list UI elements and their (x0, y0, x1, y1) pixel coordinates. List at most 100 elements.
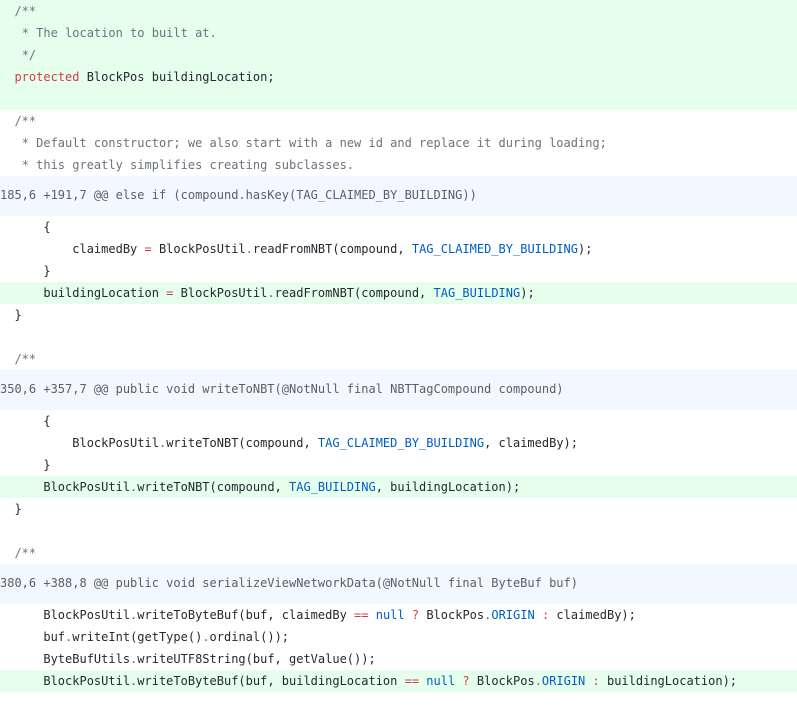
code-token (585, 674, 592, 688)
code-text: /** (0, 110, 36, 132)
context-line: /** (0, 542, 797, 564)
code-token (0, 352, 14, 366)
code-token: writeInt(getType() (72, 630, 203, 644)
code-token: writeToByteBuf(buf, buildingLocation (137, 674, 405, 688)
added-line: protected BlockPos buildingLocation; (0, 66, 797, 88)
context-line: { (0, 216, 797, 238)
code-token: . (267, 286, 275, 300)
code-token: /** (14, 4, 37, 18)
code-token: } (0, 264, 51, 278)
code-token: claimedBy); (549, 608, 636, 622)
code-text: 350,6 +357,7 @@ public void writeToNBT(@… (0, 370, 564, 408)
code-text: */ (0, 44, 36, 66)
code-text: * this greatly simplifies creating subcl… (0, 154, 354, 176)
code-token (535, 608, 542, 622)
code-token: } (0, 458, 51, 472)
added-line: BlockPosUtil.writeToByteBuf(buf, buildin… (0, 670, 797, 692)
code-token: null (375, 608, 405, 622)
code-token (0, 546, 14, 560)
code-text: } (0, 260, 51, 282)
code-token: protected (14, 70, 80, 84)
code-token: TAG_CLAIMED_BY_BUILDING (317, 436, 485, 450)
code-token (0, 26, 22, 40)
code-token: BlockPos (419, 608, 485, 622)
context-line: BlockPosUtil.writeToNBT(compound, TAG_CL… (0, 432, 797, 454)
code-token: claimedBy (0, 242, 145, 256)
code-text: 185,6 +191,7 @@ else if (compound.hasKey… (0, 176, 477, 214)
code-token: } (0, 502, 22, 516)
context-line: * Default constructor; we also start wit… (0, 132, 797, 154)
code-token: = (166, 286, 174, 300)
code-token: . (130, 480, 138, 494)
code-token: : (541, 608, 550, 622)
code-token (0, 4, 14, 18)
code-token: writeToNBT(compound, (166, 436, 318, 450)
code-token: BlockPos buildingLocation; (79, 70, 275, 84)
context-line: } (0, 304, 797, 326)
code-token: ); (520, 286, 535, 300)
context-line: } (0, 454, 797, 476)
code-token: writeToByteBuf(buf, claimedBy (137, 608, 355, 622)
code-token: buildingLocation (0, 286, 167, 300)
code-text: { (0, 410, 50, 432)
code-token: 380,6 +388,8 @@ public void serializeVie… (0, 576, 578, 590)
code-token: TAG_BUILDING (289, 480, 376, 494)
added-line (0, 88, 797, 110)
hunk-header[interactable]: 380,6 +388,8 @@ public void serializeVie… (0, 564, 797, 604)
code-token: , claimedBy); (484, 436, 578, 450)
code-text: 380,6 +388,8 @@ public void serializeVie… (0, 564, 578, 602)
code-text: /** (0, 542, 36, 564)
code-text: * The location to built at. (0, 22, 217, 44)
code-token (0, 136, 22, 150)
code-token: BlockPosUtil (173, 286, 268, 300)
context-line: { (0, 410, 797, 432)
code-text: protected BlockPos buildingLocation; (0, 66, 275, 88)
hunk-header[interactable]: 350,6 +357,7 @@ public void writeToNBT(@… (0, 370, 797, 410)
code-token: TAG_CLAIMED_BY_BUILDING (411, 242, 579, 256)
added-line: buildingLocation = BlockPosUtil.readFrom… (0, 282, 797, 304)
code-token: ? (411, 608, 420, 622)
added-line: BlockPosUtil.writeToNBT(compound, TAG_BU… (0, 476, 797, 498)
code-token: ordinal()); (209, 630, 290, 644)
code-token: 350,6 +357,7 @@ public void writeToNBT(@… (0, 382, 564, 396)
code-token: == (404, 674, 420, 688)
code-text: * Default constructor; we also start wit… (0, 132, 607, 154)
code-text: ByteBufUtils.writeUTF8String(buf, getVal… (0, 648, 375, 670)
code-text: BlockPosUtil.writeToByteBuf(buf, buildin… (0, 670, 737, 692)
code-token: ORIGIN (541, 674, 586, 688)
hunk-header[interactable]: 185,6 +191,7 @@ else if (compound.hasKey… (0, 176, 797, 216)
code-text: claimedBy = BlockPosUtil.readFromNBT(com… (0, 238, 592, 260)
code-token: writeToNBT(compound, (137, 480, 289, 494)
context-line: ByteBufUtils.writeUTF8String(buf, getVal… (0, 648, 797, 670)
code-token (0, 158, 22, 172)
code-token (0, 48, 22, 62)
code-token: /** (14, 114, 37, 128)
code-token: ? (462, 674, 470, 688)
code-text: BlockPosUtil. writeToByteBuf(buf, claimed… (0, 604, 636, 626)
code-token (0, 70, 14, 84)
code-token: . (202, 630, 210, 644)
code-token: . (158, 436, 167, 450)
code-token: TAG_BUILDING (433, 286, 521, 300)
code-token: ); (578, 242, 593, 256)
code-token: ORIGIN (491, 608, 535, 622)
code-token: { (0, 220, 51, 234)
code-token: /** (14, 352, 37, 366)
code-token: null (426, 674, 456, 688)
code-text: buf.writeInt(getType().ordinal()); (0, 626, 289, 648)
code-text: } (0, 304, 21, 326)
code-token: . (484, 608, 492, 622)
code-text: BlockPosUtil.writeToNBT(compound, TAG_BU… (0, 476, 520, 498)
context-line (0, 326, 797, 348)
code-token: BlockPosUtil (0, 480, 131, 494)
code-token: * The location to built at. (21, 26, 217, 40)
code-token (368, 608, 375, 622)
code-token: ByteBufUtils (0, 652, 131, 666)
code-token: 185,6 +191,7 @@ else if (compound.hasKey… (0, 188, 477, 202)
code-token: BlockPosUtil (0, 608, 131, 622)
code-token: , buildingLocation); (375, 480, 521, 494)
code-token: /** (14, 546, 37, 560)
code-token: * this greatly simplifies creating subcl… (21, 158, 355, 172)
code-token: buildingLocation); (599, 674, 738, 688)
